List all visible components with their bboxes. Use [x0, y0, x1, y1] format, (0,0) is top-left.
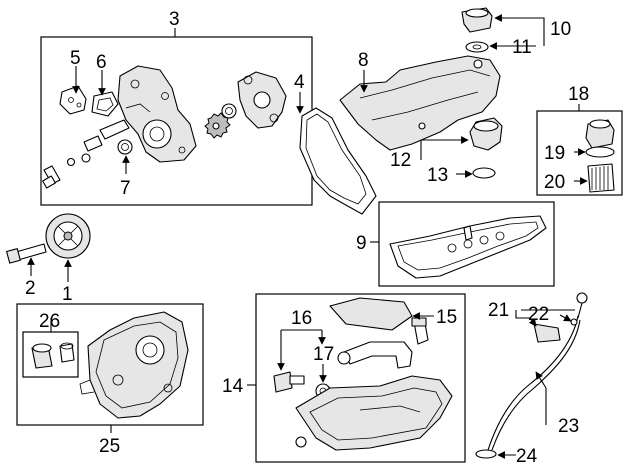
callout-3: 3: [169, 9, 180, 30]
callout-23: 23: [558, 416, 579, 437]
callout-9: 9: [356, 233, 367, 254]
oil-pan: [295, 375, 453, 451]
filter-element: [587, 163, 615, 193]
group-box-oil-cooler: [16, 303, 204, 426]
callout-5: 5: [70, 48, 81, 69]
seal-small: [59, 343, 75, 363]
oil-cooler-group-parts: [31, 311, 189, 419]
tube-seal: [475, 449, 497, 459]
group-box-valve-cover-gasket: [378, 201, 555, 287]
callout-25: 25: [99, 436, 120, 457]
windage-baffle: [329, 297, 413, 331]
filter-seal: [585, 146, 615, 158]
callout-26: 26: [39, 311, 60, 332]
callout-6: 6: [96, 52, 107, 73]
callout-8: 8: [358, 50, 369, 71]
callout-21: 21: [488, 300, 509, 321]
callout-15: 15: [436, 307, 457, 328]
group-box-oil-pan: [255, 293, 466, 463]
callout-20: 20: [544, 172, 565, 193]
pulley-bolt: [15, 243, 47, 261]
neck-seal: [472, 167, 496, 179]
valve-cover-gasket: [389, 215, 547, 279]
pan-plug: [295, 436, 307, 448]
oil-pan-group-parts: [273, 297, 453, 451]
drain-plug: [273, 371, 293, 393]
timing-cover-group-parts: [42, 65, 287, 189]
tube: [99, 119, 130, 140]
callout-4: 4: [294, 72, 305, 93]
valve-cover: [339, 55, 501, 151]
dipstick-assembly: [475, 292, 588, 459]
plate-bracket: [59, 85, 87, 115]
oil-cooler-housing: [87, 311, 189, 419]
leader-lines: [27, 14, 588, 459]
callout-11: 11: [512, 37, 532, 58]
cap-seal: [465, 41, 489, 53]
callout-12: 12: [390, 150, 411, 171]
callout-18: 18: [568, 84, 589, 105]
callout-1: 1: [62, 284, 73, 305]
oil-pickup-tube: [343, 341, 413, 369]
callout-labels: 3 5 6 7 4 8 10 11 18 12 13 19 20 9 2 1 1…: [25, 9, 589, 467]
dipstick-handle: [576, 292, 588, 304]
gasket-ring: [91, 91, 119, 117]
callout-16: 16: [291, 308, 312, 329]
callout-22: 22: [528, 304, 549, 325]
callout-19: 19: [544, 143, 565, 164]
callout-14: 14: [222, 376, 244, 397]
dipstick-tube: [487, 315, 579, 451]
callout-2: 2: [25, 278, 36, 299]
seal: [117, 139, 133, 155]
cover-gasket: [299, 107, 377, 215]
callout-17: 17: [313, 344, 334, 365]
dipstick-bracket: [533, 323, 561, 343]
timing-cover: [117, 65, 197, 163]
crank-pulley: [45, 213, 91, 259]
callout-24: 24: [516, 446, 538, 467]
callout-7: 7: [120, 178, 131, 199]
callout-13: 13: [427, 165, 448, 186]
callout-10: 10: [550, 19, 571, 40]
